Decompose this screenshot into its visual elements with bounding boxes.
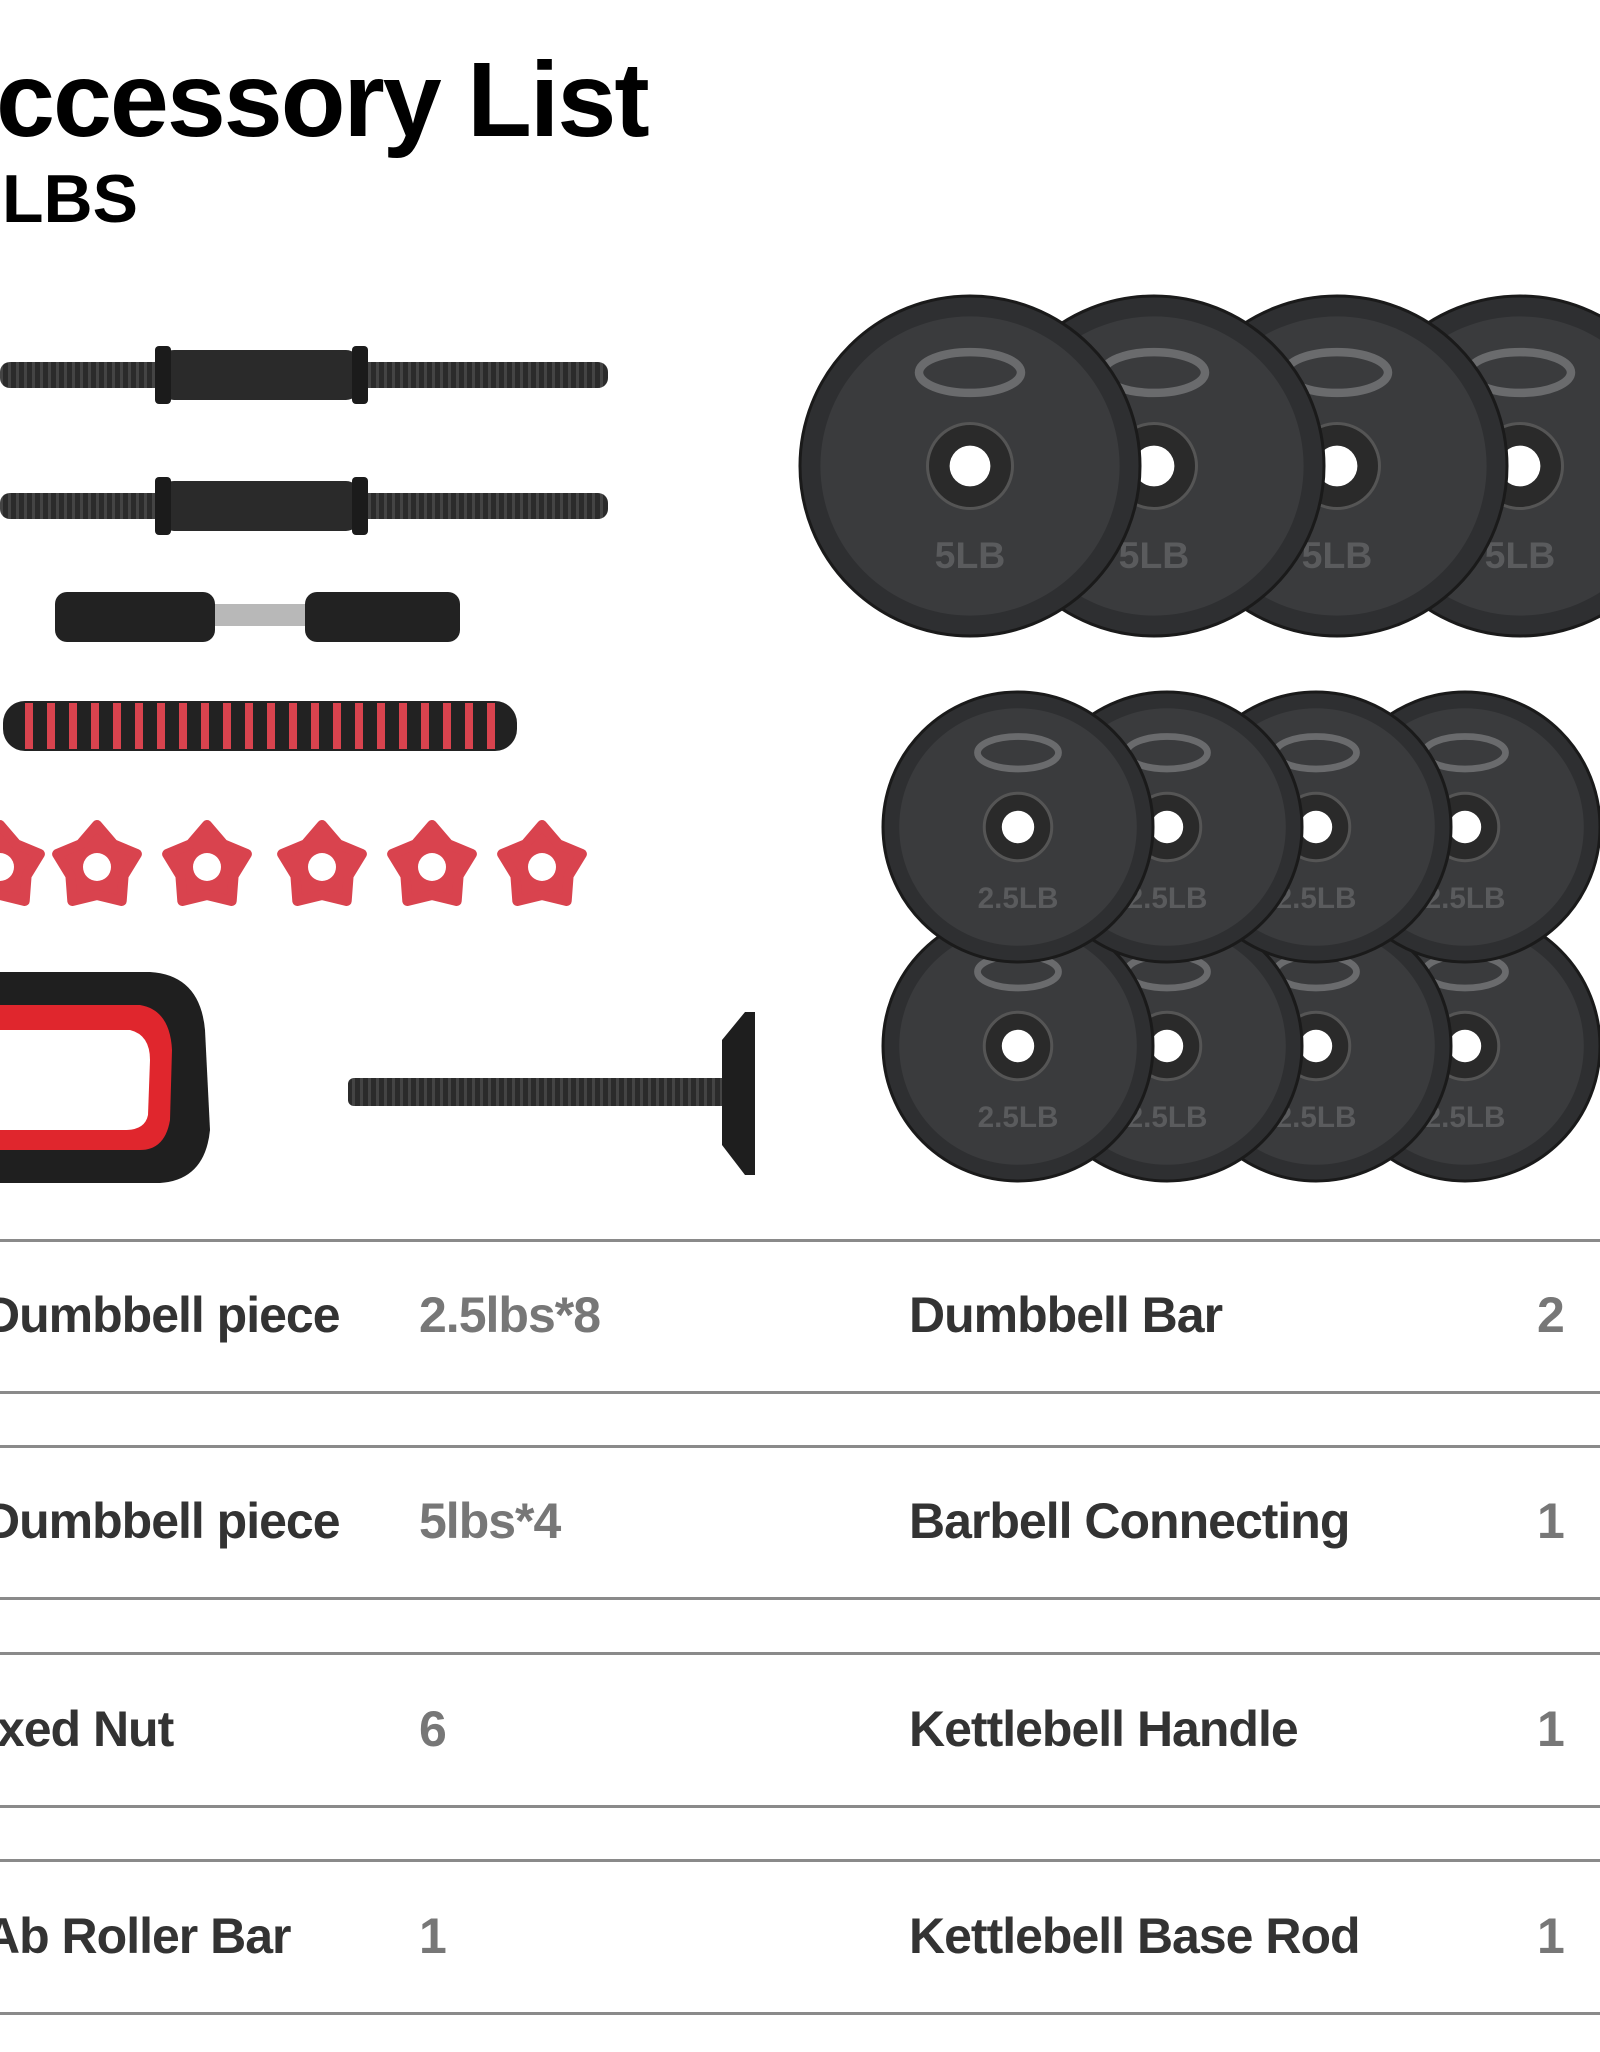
fixed-nuts-image	[0, 820, 587, 906]
grip-stripe	[399, 703, 407, 749]
row-divider	[0, 2012, 1600, 2015]
item-quantity: 2	[1537, 1287, 1565, 1343]
fixed-nut-icon	[497, 820, 587, 906]
item-name: Dumbbell piece	[0, 1287, 341, 1343]
fixed-nut-icon	[52, 820, 142, 906]
grip-stripe	[223, 703, 231, 749]
page-title: ccessory List	[0, 41, 650, 159]
item-quantity: 1	[419, 1907, 447, 1964]
grip-stripe	[179, 703, 187, 749]
logo-icon	[914, 347, 1026, 398]
weight-plate: 5LB	[798, 294, 1142, 638]
item-name: Kettlebell Base Rod	[909, 1907, 1361, 1964]
item-name: Dumbbell piece	[0, 1493, 341, 1549]
plate-weight-label: 5LB	[1302, 534, 1373, 576]
item-quantity: 1	[1537, 1700, 1565, 1757]
grip-stripe	[69, 703, 77, 749]
grip-stripe	[91, 703, 99, 749]
plate-weight-label: 5LB	[1485, 534, 1556, 576]
fixed-nut-icon	[162, 820, 252, 906]
fixed-nut-icon	[277, 820, 367, 906]
ab-roller-bar-image	[3, 701, 517, 751]
grip-stripe	[157, 703, 165, 749]
item-quantity: 6	[419, 1700, 447, 1757]
grip-stripe	[421, 703, 429, 749]
row-divider	[0, 1859, 1600, 1862]
kettlebell-handle-image	[0, 972, 210, 1183]
grip-stripe	[355, 703, 363, 749]
plate-weight-label: 2.5LB	[978, 1101, 1059, 1134]
grip-stripe	[25, 703, 33, 749]
barbell-connecting-image	[55, 592, 460, 642]
item-name: Kettlebell Handle	[909, 1700, 1299, 1757]
item-quantity: 2.5lbs*8	[419, 1287, 601, 1343]
dumbbell-bar-image	[0, 477, 608, 535]
item-name: Ab Roller Bar	[0, 1907, 292, 1964]
item-quantity: 1	[1537, 1907, 1565, 1964]
item-name: Barbell Connecting	[909, 1493, 1350, 1549]
grip-stripe	[289, 703, 297, 749]
plate-weight-label: 5LB	[1119, 534, 1190, 576]
dumbbell-bar-image	[0, 346, 608, 404]
product-illustration: 5LB5LB5LB5LB2.5LB2.5LB2.5LB2.5LB2.5LB2.5…	[0, 294, 1600, 1183]
item-quantity: 1	[1537, 1493, 1565, 1549]
row-divider	[0, 1391, 1600, 1394]
fixed-nut-icon	[0, 820, 45, 906]
item-name: Dumbbell Bar	[909, 1287, 1223, 1343]
item-quantity: 5lbs*4	[419, 1493, 561, 1549]
grip-stripe	[311, 703, 319, 749]
plate-weight-label: 5LB	[935, 534, 1006, 576]
row-divider	[0, 1805, 1600, 1808]
plate-weight-label: 2.5LB	[978, 882, 1059, 915]
row-divider	[0, 1652, 1600, 1655]
logo-icon	[974, 733, 1062, 773]
weight-plate: 2.5LB	[881, 909, 1155, 1183]
weight-plates-image: 5LB5LB5LB5LB2.5LB2.5LB2.5LB2.5LB2.5LB2.5…	[798, 294, 1600, 1183]
grip-stripe	[487, 703, 495, 749]
grip-stripe	[201, 703, 209, 749]
grip-stripe	[135, 703, 143, 749]
grip-stripe	[47, 703, 55, 749]
row-divider	[0, 1445, 1600, 1448]
fixed-nut-icon	[387, 820, 477, 906]
row-divider	[0, 1239, 1600, 1242]
grip-stripe	[333, 703, 341, 749]
item-name: ixed Nut	[0, 1700, 174, 1757]
grip-stripe	[113, 703, 121, 749]
page-subtitle: LBS	[2, 161, 138, 237]
grip-stripe	[267, 703, 275, 749]
grip-stripe	[377, 703, 385, 749]
row-divider	[0, 1597, 1600, 1600]
grip-stripe	[443, 703, 451, 749]
grip-stripe	[465, 703, 473, 749]
grip-stripe	[245, 703, 253, 749]
kettlebell-base-rod-image	[348, 1012, 755, 1175]
weight-plate: 2.5LB	[881, 690, 1155, 964]
